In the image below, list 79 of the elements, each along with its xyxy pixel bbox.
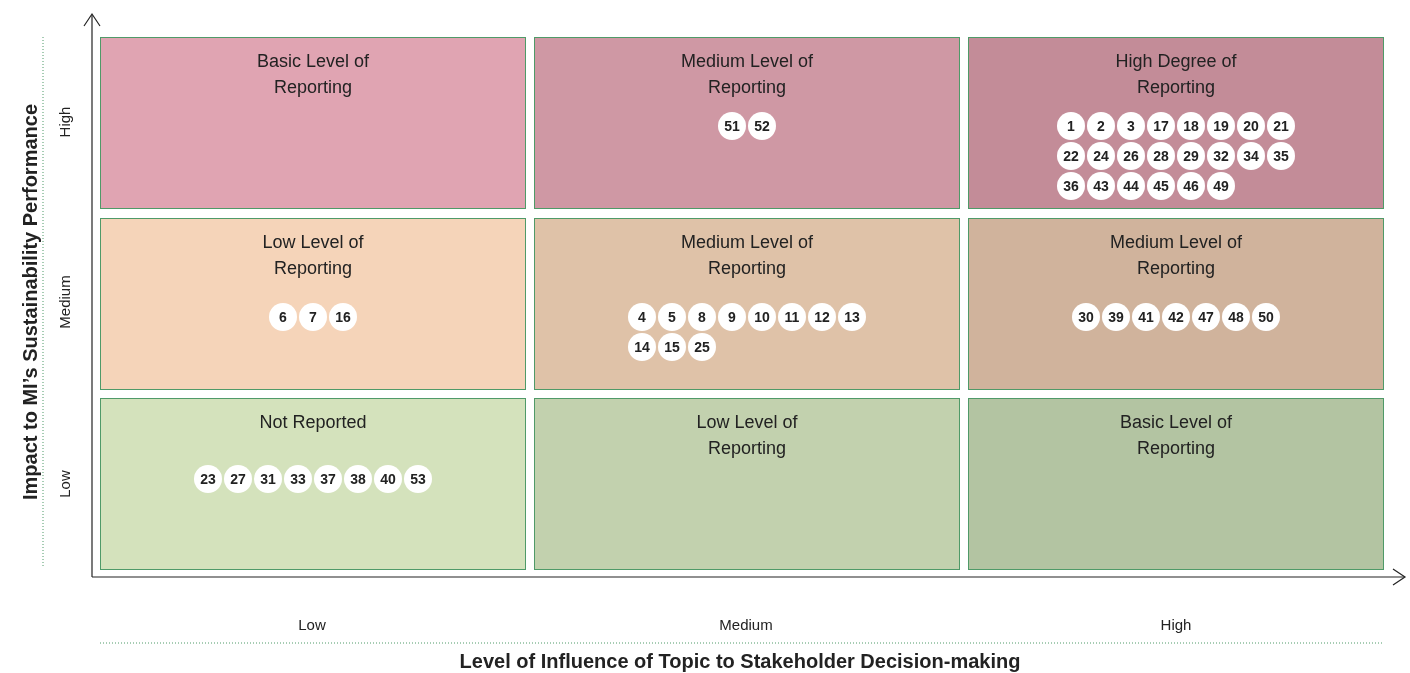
- cell-heading: Medium Level of Reporting: [679, 50, 815, 99]
- numbered-circle: 15: [658, 333, 686, 361]
- numbered-circle: 30: [1072, 303, 1100, 331]
- matrix-cell: [100, 398, 526, 570]
- numbered-circle: 37: [314, 465, 342, 493]
- matrix-cell: [968, 398, 1384, 570]
- axis-tick-label: Medium: [719, 615, 773, 633]
- numbered-circle: 20: [1237, 112, 1265, 140]
- numbered-circle: 35: [1267, 142, 1295, 170]
- cell-heading: Low Level of Reporting: [695, 411, 799, 460]
- numbered-circle: 43: [1087, 172, 1115, 200]
- matrix-cell: [534, 398, 960, 570]
- axis-tick-label: Low: [298, 615, 326, 633]
- numbered-circle: 2: [1087, 112, 1115, 140]
- numbered-circle: 48: [1222, 303, 1250, 331]
- numbered-circle: 41: [1132, 303, 1160, 331]
- cell-heading: Basic Level of Reporting: [1118, 411, 1234, 460]
- numbered-circle: 29: [1177, 142, 1205, 170]
- matrix-cell: [534, 37, 960, 209]
- matrix-cell: [100, 37, 526, 209]
- numbered-circle: 10: [748, 303, 776, 331]
- numbered-circle: 19: [1207, 112, 1235, 140]
- numbered-circle: 14: [628, 333, 656, 361]
- axis-tick-label: Medium: [55, 275, 73, 329]
- numbered-circle: 6: [269, 303, 297, 331]
- numbered-circle: 17: [1147, 112, 1175, 140]
- numbered-circle: 38: [344, 465, 372, 493]
- numbered-circle: 13: [838, 303, 866, 331]
- numbered-circle: 24: [1087, 142, 1115, 170]
- numbered-circle: 42: [1162, 303, 1190, 331]
- numbered-circle: 31: [254, 465, 282, 493]
- numbered-circle: 45: [1147, 172, 1175, 200]
- numbered-circle: 51: [718, 112, 746, 140]
- numbered-circle: 46: [1177, 172, 1205, 200]
- axis-title: Level of Influence of Topic to Stakeholder Decision-making: [459, 649, 1021, 673]
- matrix-cell: [534, 218, 960, 390]
- cell-heading: Low Level of Reporting: [261, 231, 365, 280]
- numbered-circle: 25: [688, 333, 716, 361]
- axis-tick-label: High: [55, 106, 73, 138]
- numbered-circle: 5: [658, 303, 686, 331]
- numbered-circle: 27: [224, 465, 252, 493]
- numbered-circle: 23: [194, 465, 222, 493]
- numbered-circle: 12: [808, 303, 836, 331]
- numbered-circle: 50: [1252, 303, 1280, 331]
- numbered-circle: 32: [1207, 142, 1235, 170]
- numbered-circle: 26: [1117, 142, 1145, 170]
- matrix-cell: [968, 37, 1384, 209]
- numbered-circle: 34: [1237, 142, 1265, 170]
- cell-heading: Not Reported: [258, 411, 368, 434]
- axis-tick-label: Low: [55, 470, 73, 498]
- numbered-circle: 21: [1267, 112, 1295, 140]
- numbered-circle: 47: [1192, 303, 1220, 331]
- cell-heading: Medium Level of Reporting: [679, 231, 815, 280]
- numbered-circle: 8: [688, 303, 716, 331]
- numbered-circle: 36: [1057, 172, 1085, 200]
- cell-heading: Basic Level of Reporting: [255, 50, 371, 99]
- numbered-circle: 33: [284, 465, 312, 493]
- axis-title: Impact to MI’s Sustainability Performance: [18, 104, 42, 500]
- numbered-circle: 16: [329, 303, 357, 331]
- axis-tick-label: High: [1160, 615, 1192, 633]
- cell-heading: Medium Level of Reporting: [1108, 231, 1244, 280]
- numbered-circle: 1: [1057, 112, 1085, 140]
- numbered-circle: 49: [1207, 172, 1235, 200]
- matrix-cell: [100, 218, 526, 390]
- numbered-circle: 4: [628, 303, 656, 331]
- numbered-circle: 9: [718, 303, 746, 331]
- numbered-circle: 22: [1057, 142, 1085, 170]
- numbered-circle: 44: [1117, 172, 1145, 200]
- matrix-cell: [968, 218, 1384, 390]
- cell-heading: High Degree of Reporting: [1114, 50, 1238, 99]
- numbered-circle: 18: [1177, 112, 1205, 140]
- numbered-circle: 52: [748, 112, 776, 140]
- numbered-circle: 3: [1117, 112, 1145, 140]
- numbered-circle: 7: [299, 303, 327, 331]
- numbered-circle: 11: [778, 303, 806, 331]
- numbered-circle: 40: [374, 465, 402, 493]
- numbered-circle: 28: [1147, 142, 1175, 170]
- numbered-circle: 53: [404, 465, 432, 493]
- numbered-circle: 39: [1102, 303, 1130, 331]
